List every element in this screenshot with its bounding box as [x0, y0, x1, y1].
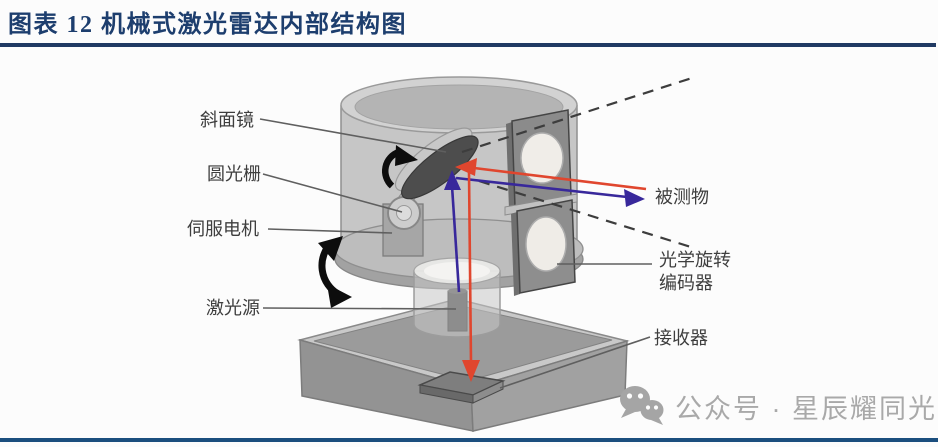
wechat-icon [620, 386, 664, 425]
figure-title: 图表 12 机械式激光雷达内部结构图 [8, 12, 407, 38]
beam-down-arrowhead [462, 360, 480, 382]
platform-rotation-arrowhead-bottom [327, 284, 352, 308]
rotation-arrows [318, 145, 418, 308]
label-optical-encoder-line1: 光学旋转 [659, 250, 731, 270]
title-divider-line [0, 43, 936, 47]
optical-rotary-encoder [504, 109, 578, 296]
label-receiver: 接收器 [654, 328, 708, 348]
upper-encoder-lens [520, 132, 564, 184]
beam-mirror-to-receiver [467, 171, 473, 364]
label-measured-object: 被测物 [655, 187, 709, 207]
leader-receiver [499, 336, 651, 389]
laser-housing-body [413, 270, 501, 338]
label-inclined-mirror: 斜面镜 [200, 110, 254, 130]
circular-grating-center [396, 205, 412, 221]
bottom-divider-line [0, 438, 938, 442]
label-laser-source: 激光源 [206, 298, 260, 318]
receiver-side [472, 380, 504, 404]
return-laser-beam [455, 158, 647, 382]
leader-circular-grating [262, 173, 403, 213]
mirror-rotation-arrowhead [395, 145, 418, 166]
lower-encoder-lens [525, 216, 567, 272]
scan-fov-lines [461, 75, 696, 249]
label-servo-motor: 伺服电机 [187, 219, 259, 239]
watermark: 公众号 · 星辰耀同光 [618, 385, 937, 427]
leader-servo-motor [267, 228, 393, 234]
receiver-plate [417, 371, 506, 404]
beam-object-to-mirror [473, 166, 647, 191]
beam-up-arrowhead [444, 170, 461, 190]
beam-right-arrowhead [624, 189, 645, 207]
label-leader-lines [259, 118, 652, 389]
leader-inclined-mirror [259, 118, 447, 153]
leader-laser-source [262, 307, 457, 310]
outgoing-laser-beam [444, 170, 645, 293]
platform-rotation-arrowhead-top [318, 236, 343, 261]
mirror-rotation-arc [381, 148, 401, 189]
label-circular-grating: 圆光栅 [207, 164, 261, 184]
beam-mirror-to-object [455, 176, 628, 199]
base-box-top-face [313, 304, 613, 382]
label-optical-encoder-line2: 编码器 [659, 273, 713, 293]
beam-laser-to-mirror [450, 185, 461, 293]
diagram-labels: 斜面镜 圆光栅 伺服电机 激光源 被测物 光学旋转 编码器 接收器 [187, 110, 731, 348]
base-box [297, 298, 630, 432]
fov-dashed-line-upper [461, 75, 696, 154]
beam-left-arrowhead [455, 158, 477, 176]
watermark-text: 公众号 · 星辰耀同光 [675, 393, 937, 424]
